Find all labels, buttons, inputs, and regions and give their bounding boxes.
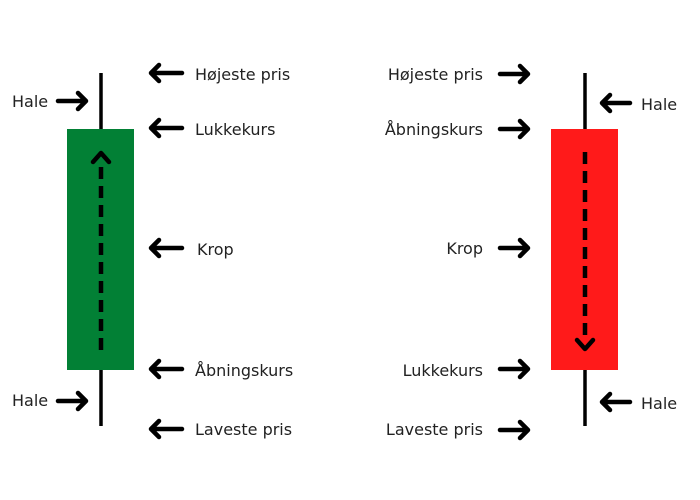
bearish-candle xyxy=(551,73,618,426)
high-label: Højeste pris xyxy=(195,65,290,84)
bearish-labels: Højeste pris Åbningskurs Krop Lukkekurs … xyxy=(385,63,677,441)
body-label: Krop xyxy=(197,240,234,259)
arrow-right-icon xyxy=(497,358,531,380)
open-label: Åbningskurs xyxy=(195,361,293,380)
arrow-right-icon xyxy=(55,390,89,412)
arrow-left-icon xyxy=(148,237,185,259)
upper-wick-label: Hale xyxy=(641,95,677,114)
low-label: Laveste pris xyxy=(386,420,483,439)
arrow-right-icon xyxy=(497,419,531,441)
bullish-labels: Hale Hale Højeste pris Lukkekurs Krop Åb… xyxy=(12,62,293,440)
arrow-right-icon xyxy=(497,118,531,140)
arrow-left-icon xyxy=(148,117,185,139)
lower-wick-label: Hale xyxy=(641,394,677,413)
arrow-left-icon xyxy=(148,418,185,440)
arrow-left-icon xyxy=(599,391,633,413)
open-label: Åbningskurs xyxy=(385,120,483,139)
arrow-left-icon xyxy=(148,62,185,84)
close-label: Lukkekurs xyxy=(195,120,275,139)
lower-wick-label: Hale xyxy=(12,391,48,410)
down-arrowhead-icon xyxy=(574,337,596,352)
arrow-left-icon xyxy=(148,358,185,380)
arrow-right-icon xyxy=(55,90,89,112)
arrow-right-icon xyxy=(497,237,531,259)
high-label: Højeste pris xyxy=(388,65,483,84)
arrow-right-icon xyxy=(497,63,531,85)
arrow-left-icon xyxy=(599,92,633,114)
bullish-candle xyxy=(67,73,134,426)
body-label: Krop xyxy=(446,239,483,258)
low-label: Laveste pris xyxy=(195,420,292,439)
up-arrowhead-icon xyxy=(90,150,112,165)
close-label: Lukkekurs xyxy=(403,361,483,380)
upper-wick-label: Hale xyxy=(12,92,48,111)
